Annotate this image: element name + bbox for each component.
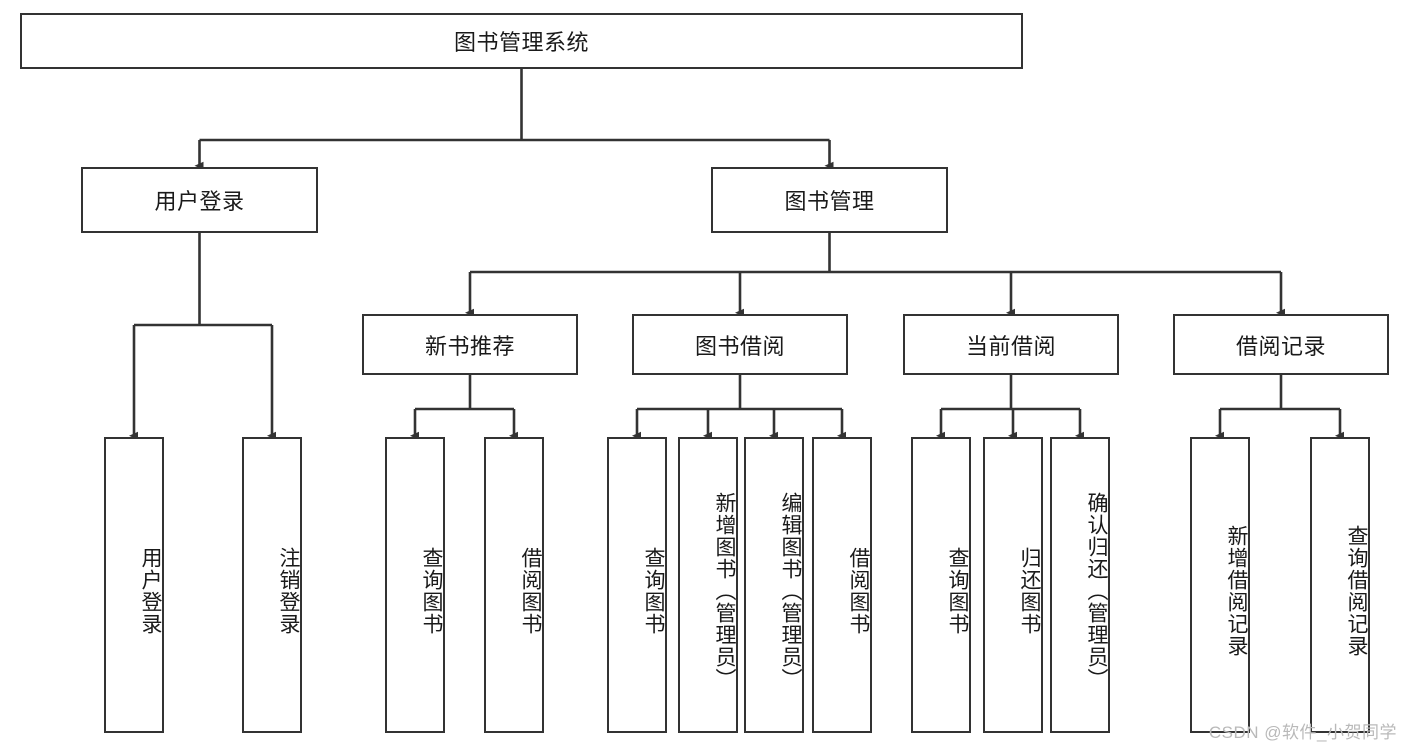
- node-label: 借阅图书: [519, 547, 542, 635]
- node-label: 当前借阅: [965, 333, 1056, 359]
- node-new-book-rec[interactable]: 新书推荐: [362, 314, 578, 375]
- node-label: 查询图书: [946, 547, 969, 635]
- node-label: 用户登录: [139, 547, 162, 635]
- node-user-login[interactable]: 用户登录: [81, 167, 318, 233]
- node-label: 新增借阅记录: [1225, 525, 1248, 657]
- node-label: 图书管理: [784, 189, 875, 214]
- node-book-manage[interactable]: 图书管理: [711, 167, 948, 233]
- node-root[interactable]: 图书管理系统: [20, 13, 1023, 69]
- node-leaf-edit-book[interactable]: 编辑图书（管理员）: [744, 437, 804, 733]
- node-leaf-borrow-book-2[interactable]: 借阅图书: [812, 437, 872, 733]
- node-leaf-return-book[interactable]: 归还图书: [983, 437, 1043, 733]
- node-label: 用户登录: [154, 189, 245, 214]
- node-current-borrow[interactable]: 当前借阅: [903, 314, 1119, 375]
- node-leaf-query-book-3[interactable]: 查询图书: [911, 437, 971, 733]
- node-label: 新增图书（管理员）: [713, 492, 736, 690]
- node-leaf-query-book-2[interactable]: 查询图书: [607, 437, 667, 733]
- node-label: 图书借阅: [694, 333, 785, 359]
- node-leaf-query-book-1[interactable]: 查询图书: [385, 437, 445, 733]
- node-label: 查询图书: [420, 547, 443, 635]
- node-label: 编辑图书（管理员）: [779, 492, 802, 690]
- node-leaf-user-login[interactable]: 用户登录: [104, 437, 164, 733]
- node-label: 注销登录: [277, 547, 300, 635]
- node-leaf-add-book[interactable]: 新增图书（管理员）: [678, 437, 738, 733]
- node-borrow-record[interactable]: 借阅记录: [1173, 314, 1389, 375]
- node-leaf-logout[interactable]: 注销登录: [242, 437, 302, 733]
- node-label: 确认归还（管理员）: [1085, 492, 1108, 690]
- node-label: 借阅图书: [847, 547, 870, 635]
- node-leaf-borrow-book-1[interactable]: 借阅图书: [484, 437, 544, 733]
- node-label: 借阅记录: [1235, 333, 1326, 359]
- node-label: 查询借阅记录: [1345, 525, 1368, 657]
- node-leaf-confirm-return[interactable]: 确认归还（管理员）: [1050, 437, 1110, 733]
- node-label: 查询图书: [642, 547, 665, 635]
- node-label: 图书管理系统: [453, 30, 589, 55]
- node-label: 新书推荐: [424, 333, 515, 359]
- node-leaf-add-record[interactable]: 新增借阅记录: [1190, 437, 1250, 733]
- node-book-borrow[interactable]: 图书借阅: [632, 314, 848, 375]
- node-label: 归还图书: [1018, 547, 1041, 635]
- node-leaf-query-record[interactable]: 查询借阅记录: [1310, 437, 1370, 733]
